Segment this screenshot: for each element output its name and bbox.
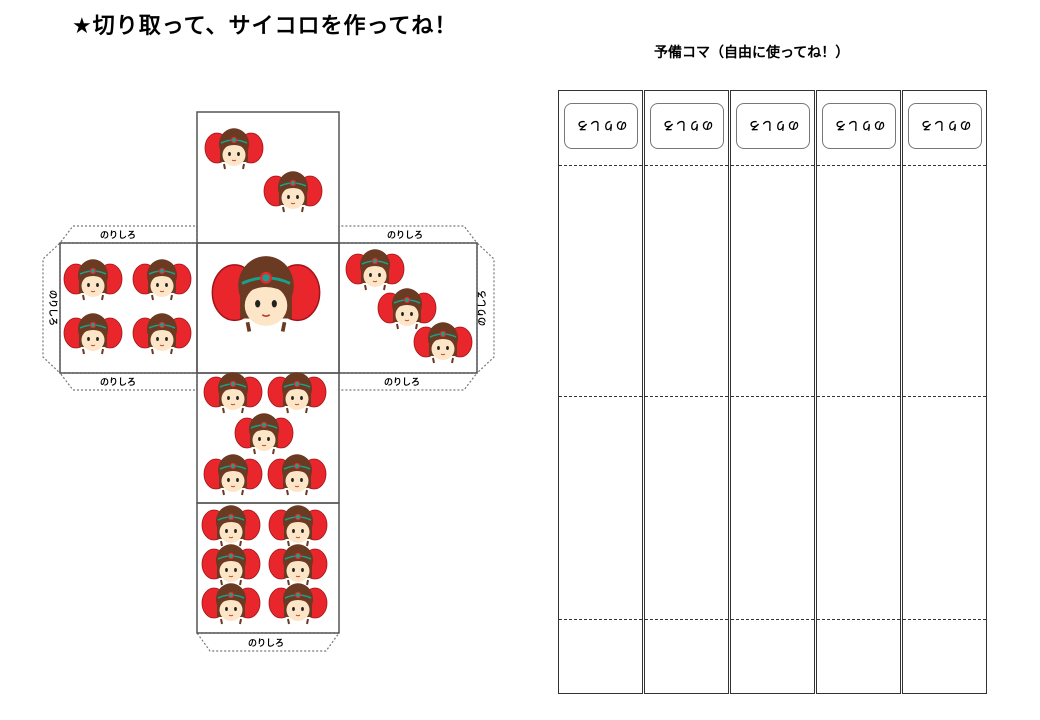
girl-face-icon: [268, 504, 328, 547]
spare-strip: のりしろ: [558, 90, 643, 694]
girl-face-icon: [267, 371, 327, 414]
spare-pieces-heading: 予備コマ（自由に使ってね！）: [654, 45, 850, 61]
glue-flap-label: のりしろ: [100, 377, 136, 388]
girl-face-icon: [204, 127, 264, 170]
face-2: [196, 111, 340, 244]
glue-flap-label: のりしろ: [47, 290, 58, 326]
glue-flap-bottom: [195, 632, 341, 652]
glue-tab: のりしろ: [908, 103, 982, 149]
girl-face-icon: [268, 543, 328, 586]
cut-line: [731, 396, 814, 397]
face-3: [338, 242, 478, 374]
girl-face-icon: [203, 453, 263, 496]
dice-net: のりしろ のりしろ のりしろ のりしろ のりしろ のりしろ のりしろ: [42, 111, 495, 652]
spare-strip: のりしろ: [816, 90, 901, 694]
cut-line: [731, 165, 814, 166]
girl-face-icon: [268, 582, 328, 625]
glue-tab: のりしろ: [564, 103, 638, 149]
cut-line: [645, 165, 728, 166]
glue-tab-label: のりしろ: [661, 119, 713, 132]
girl-face-icon: [201, 543, 261, 586]
spare-strip: のりしろ: [902, 90, 987, 694]
face-6: [196, 502, 340, 634]
girl-face-icon: [345, 248, 405, 291]
cut-line: [559, 165, 642, 166]
girl-face-icon: [234, 412, 294, 455]
girl-face-icon: [63, 312, 123, 355]
cut-line: [903, 165, 986, 166]
glue-flap-label: のりしろ: [384, 377, 420, 388]
glue-flap-label: のりしろ: [100, 230, 136, 241]
spare-strip: のりしろ: [644, 90, 729, 694]
cut-line: [817, 165, 900, 166]
glue-tab-label: のりしろ: [575, 119, 627, 132]
girl-face-icon: [132, 312, 192, 355]
glue-tab-label: のりしろ: [747, 119, 799, 132]
girl-face-icon: [263, 170, 323, 213]
cut-line: [645, 619, 728, 620]
glue-flap-label: のりしろ: [477, 290, 488, 326]
cut-line: [645, 396, 728, 397]
glue-flap-left-side: [42, 241, 61, 375]
face-4: [59, 242, 198, 374]
glue-tab-label: のりしろ: [833, 119, 885, 132]
glue-flap-label: のりしろ: [248, 638, 284, 649]
cut-line: [817, 619, 900, 620]
girl-face-icon: [413, 321, 473, 364]
girl-face-icon: [203, 371, 263, 414]
girl-face-icon: [63, 258, 123, 301]
cut-line: [731, 619, 814, 620]
glue-tab: のりしろ: [736, 103, 810, 149]
girl-face-icon: [377, 287, 437, 330]
spare-strip: のりしろ: [730, 90, 815, 694]
glue-tab: のりしろ: [822, 103, 896, 149]
cut-line: [559, 619, 642, 620]
girl-face-icon: [201, 504, 261, 547]
girl-face-icon: [267, 453, 327, 496]
cut-line: [903, 396, 986, 397]
girl-face-icon: [132, 258, 192, 301]
girl-face-icon: [201, 582, 261, 625]
cut-line: [903, 619, 986, 620]
glue-tab: のりしろ: [650, 103, 724, 149]
cut-line: [559, 396, 642, 397]
glue-tab-label: のりしろ: [919, 119, 971, 132]
cut-line: [817, 396, 900, 397]
glue-flap-right-side: [476, 241, 495, 375]
glue-flap-label: のりしろ: [387, 230, 423, 241]
page-title: ★切り取って、サイコロを作ってね！: [72, 14, 458, 39]
girl-face-icon: [210, 254, 322, 334]
